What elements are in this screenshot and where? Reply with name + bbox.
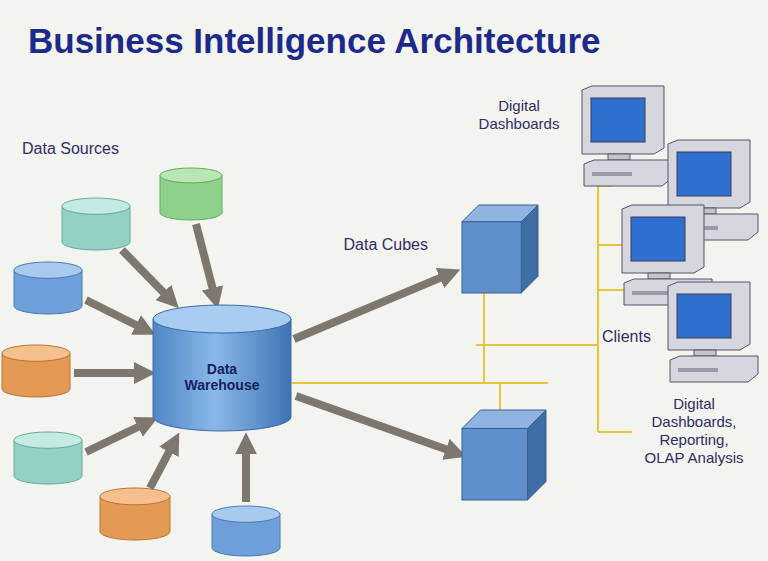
flow-arrow <box>150 450 170 488</box>
flow-arrow <box>74 369 136 377</box>
cube-front <box>462 222 521 293</box>
flow-arrow <box>242 452 250 502</box>
network-line <box>598 431 632 433</box>
drive-slot <box>678 368 718 372</box>
network-line <box>597 186 599 432</box>
source-cylinder <box>212 506 280 556</box>
cylinder-top <box>14 262 82 278</box>
stand <box>694 350 716 356</box>
cube-side <box>521 205 538 293</box>
cylinder-top <box>212 506 280 522</box>
warehouse-cylinder: Data Warehouse <box>152 305 292 431</box>
node-heading: Data Cubes <box>344 236 429 254</box>
stand <box>608 154 630 160</box>
client-label: Clients <box>602 327 651 346</box>
flow-arrow <box>296 396 448 450</box>
source-cylinder <box>62 198 130 250</box>
data-cube <box>462 410 546 500</box>
source-cylinder <box>100 488 170 540</box>
client-computer <box>668 282 758 382</box>
diagram-title: Business Intelligence Architecture <box>28 22 601 61</box>
base-unit <box>670 356 758 382</box>
cylinder-top <box>62 198 130 214</box>
data-cube: Data Cubes <box>462 205 538 293</box>
network-line <box>598 289 625 291</box>
monitor <box>582 86 664 154</box>
drive-slot <box>632 291 672 295</box>
cylinder-top <box>160 168 222 183</box>
group-label: Data Sources <box>22 139 119 158</box>
flow-arrow <box>86 300 138 326</box>
source-cylinder <box>14 432 82 484</box>
network-line <box>483 292 485 383</box>
cylinder-top <box>100 488 170 505</box>
stand <box>648 273 670 279</box>
network-line <box>476 344 598 346</box>
screen <box>677 152 731 196</box>
screen <box>631 217 685 261</box>
flow-arrow <box>86 426 140 452</box>
drive-slot <box>592 172 632 176</box>
monitor <box>622 205 704 273</box>
cylinder-top <box>153 305 291 333</box>
source-cylinder <box>2 345 70 397</box>
monitor <box>668 282 750 350</box>
cube-side <box>528 410 546 500</box>
cylinder-top <box>14 432 82 448</box>
monitor <box>668 140 750 208</box>
base-unit <box>584 160 672 186</box>
cube-front <box>462 428 528 500</box>
flow-arrow <box>196 224 213 290</box>
node-shape <box>462 205 538 293</box>
flow-arrow <box>294 277 442 339</box>
source-cylinder <box>160 168 222 220</box>
cube-shape <box>462 205 538 293</box>
network-line <box>292 382 548 384</box>
cylinder-body <box>153 319 291 431</box>
node-label: Data Warehouse <box>180 361 264 393</box>
source-cylinder <box>14 262 82 314</box>
network-line <box>499 383 501 412</box>
cylinder-top <box>2 345 70 361</box>
flow-arrow <box>122 250 165 294</box>
client-label: Digital Dashboards, Reporting, OLAP Anal… <box>638 395 750 467</box>
client-computer <box>582 86 672 186</box>
screen <box>677 294 731 338</box>
screen <box>591 98 645 142</box>
client-label: Digital Dashboards <box>470 97 568 133</box>
